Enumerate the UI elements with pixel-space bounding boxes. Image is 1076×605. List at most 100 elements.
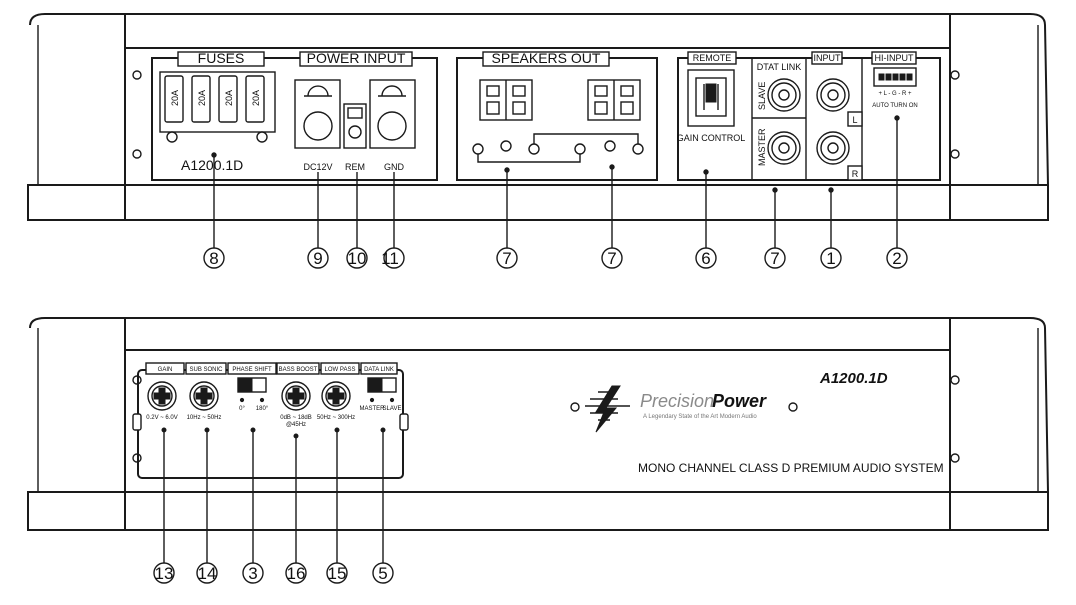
svg-text:2: 2 — [892, 249, 901, 268]
callout-14: 14 — [196, 562, 218, 584]
speaker-terminal-right — [587, 79, 641, 121]
svg-text:9: 9 — [313, 249, 322, 268]
dc12v-label: DC12V — [303, 162, 332, 172]
hi-input-connector — [873, 67, 917, 87]
input-header — [811, 51, 843, 65]
auto-turn-on-label: AUTO TURN ON — [872, 103, 917, 109]
speaker-screw — [604, 140, 616, 152]
fuse-1: 20A — [164, 75, 184, 123]
svg-text:5: 5 — [378, 564, 387, 583]
svg-text:1: 1 — [826, 249, 835, 268]
bass-boost-freq-label: @45Hz — [286, 422, 306, 428]
gnd-label: GND — [384, 162, 405, 172]
callout-11: 11 — [381, 247, 405, 269]
slave-label: SLAVE — [757, 82, 767, 110]
callout-15: 15 — [326, 562, 348, 584]
svg-text:16: 16 — [287, 564, 306, 583]
svg-text:8: 8 — [209, 249, 218, 268]
speaker-screw — [574, 143, 586, 155]
callout-9: 9 — [307, 247, 329, 269]
callout-6: 6 — [695, 247, 717, 269]
fuse-screw — [256, 131, 268, 143]
data-link-switch[interactable] — [367, 377, 397, 393]
remote-header — [687, 51, 737, 65]
hi-input-header — [871, 51, 917, 65]
top-mount-hole — [132, 149, 142, 159]
fuse-1-rating: 20A — [170, 90, 180, 106]
dtat-link-title: DTAT LINK — [757, 62, 802, 72]
gain-control-label: GAIN CONTROL — [677, 133, 746, 143]
dc12v-terminal — [294, 79, 341, 149]
top-model-label: A1200.1D — [181, 157, 243, 173]
speakers-out-title: SPEAKERS OUT — [492, 50, 601, 66]
bass-boost-header — [276, 362, 320, 375]
bottom-left-end-cap — [27, 317, 126, 531]
phase-shift-title: PHASE SHIFT — [232, 367, 272, 373]
bottom-model-label: A1200.1D — [819, 370, 888, 387]
callout-3: 3 — [242, 562, 264, 584]
slave-rca-jack — [767, 78, 801, 112]
panel-clip — [399, 413, 409, 431]
speaker-screw — [632, 143, 644, 155]
remote-title: REMOTE — [693, 53, 732, 63]
callout-7a: 7 — [496, 247, 518, 269]
top-face-plate — [124, 47, 951, 186]
bottom-mount-hole — [950, 453, 960, 463]
hi-input-title: HI-INPUT — [875, 53, 914, 63]
svg-text:14: 14 — [198, 564, 217, 583]
top-mount-hole — [950, 149, 960, 159]
master-rca-jack — [767, 131, 801, 165]
low-pass-knob[interactable] — [321, 381, 351, 411]
callout-7c: 7 — [764, 247, 786, 269]
phase-shift-header — [227, 362, 277, 375]
channel-l-tag — [847, 111, 863, 127]
phase-180-label: 180° — [256, 406, 269, 412]
fuse-4: 20A — [245, 75, 265, 123]
top-left-end-cap — [27, 13, 126, 221]
fuse-power-block — [151, 57, 438, 181]
indicator-dot — [369, 397, 375, 403]
speaker-bridge-line — [533, 133, 639, 149]
power-input-title: POWER INPUT — [307, 50, 406, 66]
fuses-title: FUSES — [198, 50, 245, 66]
speaker-screw — [472, 143, 484, 155]
rem-label: REM — [345, 162, 365, 172]
master-label: MASTER — [757, 128, 767, 166]
callout-16: 16 — [285, 562, 307, 584]
bass-boost-title: BASS BOOST — [279, 367, 318, 373]
fuses-header — [177, 51, 265, 67]
low-pass-title: LOW PASS — [325, 367, 356, 373]
gain-range-label: 0.2V ~ 6.0V — [146, 415, 178, 421]
gain-title: GAIN — [158, 367, 173, 373]
gnd-terminal — [369, 79, 416, 149]
phase-shift-switch[interactable] — [237, 377, 267, 393]
channel-r-label: R — [852, 169, 859, 179]
bass-boost-range-label: 0dB ~ 18dB — [280, 415, 312, 421]
brand-name-bold: Power — [712, 391, 767, 411]
callout-8: 8 — [203, 247, 225, 269]
power-input-header — [299, 51, 413, 67]
subsonic-knob[interactable] — [189, 381, 219, 411]
speaker-terminal-left — [479, 79, 533, 121]
channel-l-label: L — [852, 115, 857, 125]
channel-r-tag — [847, 165, 863, 181]
bass-boost-knob[interactable] — [281, 381, 311, 411]
svg-text:7: 7 — [607, 249, 616, 268]
datalink-slave-label: SLAVE — [383, 406, 402, 412]
top-right-end-cap — [950, 13, 1050, 221]
data-link-header — [360, 362, 398, 375]
svg-text:10: 10 — [348, 249, 367, 268]
indicator-dot — [239, 397, 245, 403]
svg-text:13: 13 — [155, 564, 174, 583]
indicator-dot — [389, 397, 395, 403]
brand-name-light: Precision — [640, 391, 714, 411]
fuse-holder — [159, 71, 276, 133]
indicator-dot — [259, 397, 265, 403]
control-panel — [137, 369, 404, 479]
gain-knob[interactable] — [147, 381, 177, 411]
remote-jack — [687, 69, 735, 127]
phase-0-label: 0° — [239, 406, 245, 412]
callout-1: 1 — [820, 247, 842, 269]
speaker-screw — [500, 140, 512, 152]
